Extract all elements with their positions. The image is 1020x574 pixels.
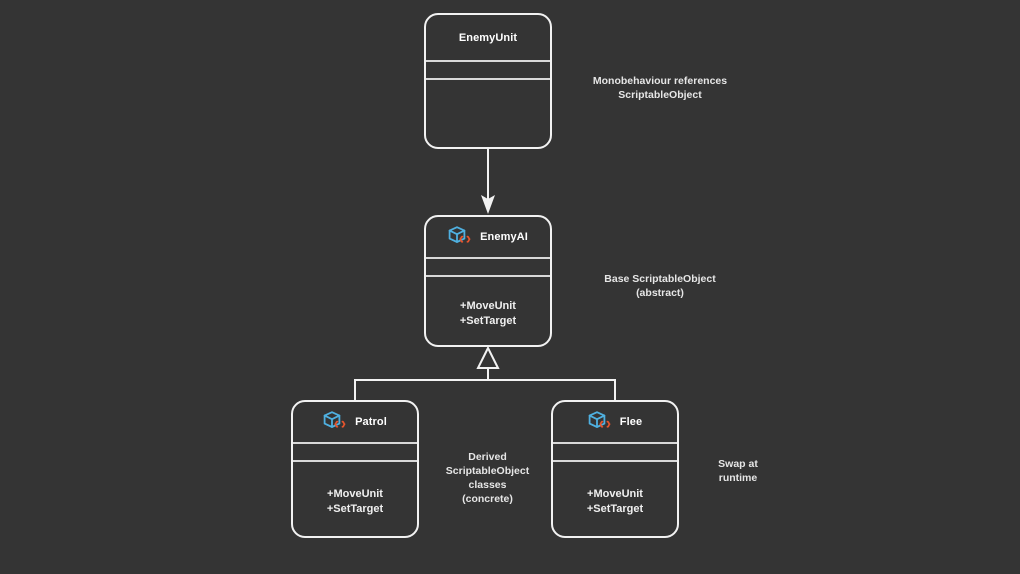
class-attributes-enemyunit bbox=[426, 62, 550, 80]
class-attributes-patrol bbox=[293, 444, 417, 462]
method-item: +SetTarget bbox=[459, 315, 517, 327]
class-attributes-enemyai bbox=[426, 259, 550, 277]
class-methods-enemyunit bbox=[426, 80, 550, 147]
class-box-enemyunit[interactable]: EnemyUnit bbox=[424, 13, 552, 149]
class-header-enemyai: EnemyAI bbox=[426, 217, 550, 259]
annotation-monobehaviour: Monobehaviour references ScriptableObjec… bbox=[592, 75, 728, 101]
class-box-flee[interactable]: Flee +MoveUnit +SetTarget bbox=[551, 400, 679, 538]
class-header-enemyunit: EnemyUnit bbox=[426, 15, 550, 62]
method-item: +MoveUnit bbox=[460, 300, 516, 312]
class-methods-enemyai: +MoveUnit +SetTarget bbox=[426, 277, 550, 345]
scriptableobject-icon bbox=[448, 226, 471, 243]
class-methods-patrol: +MoveUnit +SetTarget bbox=[293, 462, 417, 536]
association-enemyunit-to-enemyai bbox=[481, 149, 495, 214]
method-item: +SetTarget bbox=[326, 503, 384, 515]
scriptableobject-icon bbox=[588, 411, 611, 428]
class-header-patrol: Patrol bbox=[293, 402, 417, 444]
class-title-enemyai: EnemyAI bbox=[480, 231, 528, 243]
annotation-swap-at-runtime: Swap at runtime bbox=[718, 458, 758, 484]
generalization-tree bbox=[354, 345, 616, 401]
class-title-patrol: Patrol bbox=[355, 416, 387, 428]
class-methods-flee: +MoveUnit +SetTarget bbox=[553, 462, 677, 536]
class-box-patrol[interactable]: Patrol +MoveUnit +SetTarget bbox=[291, 400, 419, 538]
class-attributes-flee bbox=[553, 444, 677, 462]
method-item: +SetTarget bbox=[586, 503, 644, 515]
scriptableobject-icon bbox=[323, 411, 346, 428]
class-header-flee: Flee bbox=[553, 402, 677, 444]
method-item: +MoveUnit bbox=[327, 488, 383, 500]
class-title-flee: Flee bbox=[619, 416, 643, 428]
class-box-enemyai[interactable]: EnemyAI +MoveUnit +SetTarget bbox=[424, 215, 552, 347]
annotation-derived-classes: Derived ScriptableObject classes (concre… bbox=[445, 451, 530, 505]
method-item: +MoveUnit bbox=[587, 488, 643, 500]
annotation-base-scriptableobject: Base ScriptableObject (abstract) bbox=[604, 273, 716, 299]
class-title-enemyunit: EnemyUnit bbox=[458, 31, 518, 44]
